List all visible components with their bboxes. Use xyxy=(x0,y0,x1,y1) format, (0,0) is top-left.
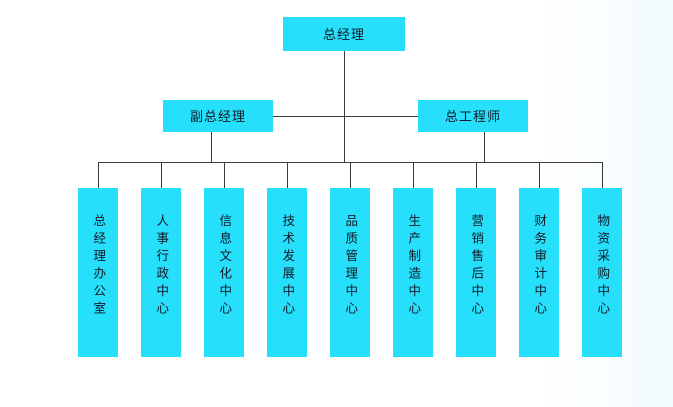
node-deputy-general-manager-label: 副总经理 xyxy=(189,108,246,124)
connector-drop-marketing-aftersales xyxy=(476,162,477,188)
connector-drop-hr-admin xyxy=(161,162,162,188)
connector-drop-quality-management xyxy=(350,162,351,188)
connector-drop-info-culture xyxy=(224,162,225,188)
node-info-culture[interactable]: 信息文化中心 xyxy=(204,188,244,357)
node-general-manager[interactable]: 总经理 xyxy=(283,17,405,51)
connector-drop-tech-development xyxy=(287,162,288,188)
node-chief-engineer-label: 总工程师 xyxy=(444,108,501,124)
node-tech-development[interactable]: 技术发展中心 xyxy=(267,188,307,357)
connector-level2-bar xyxy=(273,116,418,117)
connector-drop-gm-office xyxy=(98,162,99,188)
node-quality-management[interactable]: 品质管理中心 xyxy=(330,188,370,357)
node-quality-management-label: 品质管理中心 xyxy=(343,214,358,319)
node-finance-audit-label: 财务审计中心 xyxy=(532,214,547,319)
connector-drop-production-manufacturing xyxy=(413,162,414,188)
node-materials-procurement[interactable]: 物资采购中心 xyxy=(582,188,622,357)
node-chief-engineer[interactable]: 总工程师 xyxy=(418,100,528,132)
node-marketing-aftersales[interactable]: 营销售后中心 xyxy=(456,188,496,357)
node-tech-development-label: 技术发展中心 xyxy=(280,214,295,319)
node-gm-office-label: 总经理办公室 xyxy=(91,214,106,319)
node-finance-audit[interactable]: 财务审计中心 xyxy=(519,188,559,357)
connector-chief-engineer-drop xyxy=(484,132,485,162)
node-info-culture-label: 信息文化中心 xyxy=(217,214,232,319)
node-production-manufacturing[interactable]: 生产制造中心 xyxy=(393,188,433,357)
connector-gm-stem xyxy=(344,51,345,162)
connector-deputy-gm-drop xyxy=(211,132,212,162)
node-marketing-aftersales-label: 营销售后中心 xyxy=(469,214,484,319)
node-materials-procurement-label: 物资采购中心 xyxy=(595,214,610,319)
connector-drop-finance-audit xyxy=(539,162,540,188)
node-hr-admin-label: 人事行政中心 xyxy=(154,214,169,319)
node-gm-office[interactable]: 总经理办公室 xyxy=(78,188,118,357)
node-deputy-general-manager[interactable]: 副总经理 xyxy=(163,100,273,132)
node-general-manager-label: 总经理 xyxy=(322,26,365,42)
node-hr-admin[interactable]: 人事行政中心 xyxy=(141,188,181,357)
connector-drop-materials-procurement xyxy=(602,162,603,188)
node-production-manufacturing-label: 生产制造中心 xyxy=(406,214,421,319)
